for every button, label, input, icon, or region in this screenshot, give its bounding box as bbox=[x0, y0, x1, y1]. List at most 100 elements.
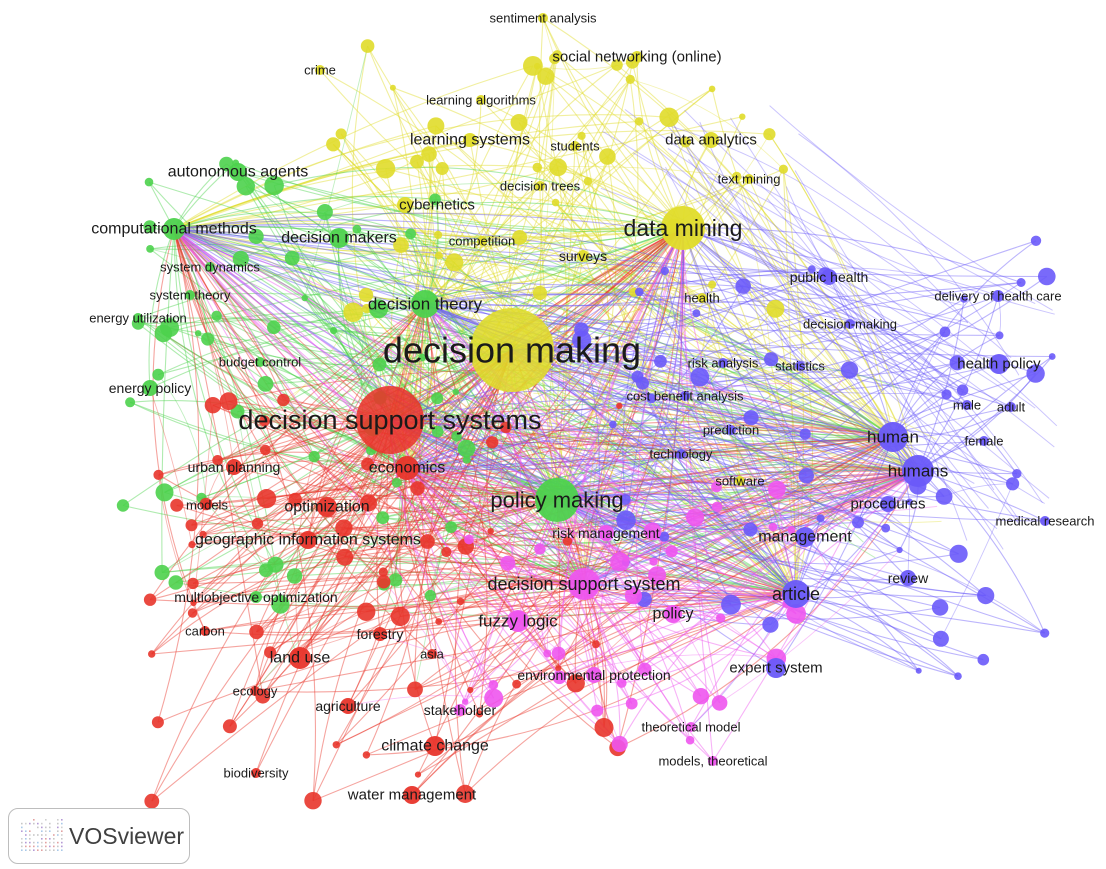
node-label-multiobjective-optimization[interactable]: multiobjective optimization bbox=[174, 589, 337, 605]
node-climate-change[interactable] bbox=[425, 736, 445, 756]
node-label-social-networking-online[interactable]: social networking (online) bbox=[552, 49, 721, 66]
node-review[interactable] bbox=[900, 570, 916, 586]
node-economics[interactable] bbox=[395, 456, 419, 480]
node-label-human[interactable]: human bbox=[867, 428, 919, 447]
node-label-asia[interactable]: asia bbox=[420, 647, 445, 662]
node-label-ecology[interactable]: ecology bbox=[233, 684, 278, 699]
node-label-risk-analysis[interactable]: risk analysis bbox=[688, 356, 759, 371]
node-students[interactable] bbox=[570, 141, 580, 151]
node-budget-control[interactable] bbox=[255, 357, 265, 367]
node-decision-trees[interactable] bbox=[535, 181, 545, 191]
node-label-decision-making[interactable]: decision making bbox=[383, 330, 641, 371]
node-label-medical-research[interactable]: medical research bbox=[996, 514, 1095, 529]
node-decision-support-system[interactable] bbox=[568, 568, 600, 600]
node-forestry[interactable] bbox=[373, 627, 387, 641]
node-label-geographic-information-systems[interactable]: geographic information systems bbox=[195, 532, 421, 549]
node-cost-benefit-analysis[interactable] bbox=[680, 391, 690, 401]
node-statistics[interactable] bbox=[795, 361, 805, 371]
node-label-delivery-of-health-care[interactable]: delivery of health care bbox=[934, 289, 1061, 304]
node-computational-methods[interactable] bbox=[163, 218, 185, 240]
node-cybernetics[interactable] bbox=[397, 197, 413, 213]
node-adult[interactable] bbox=[1006, 402, 1016, 412]
node-humans[interactable] bbox=[902, 455, 934, 487]
node-management[interactable] bbox=[795, 527, 815, 547]
node-stakeholder[interactable] bbox=[454, 704, 466, 716]
node-health-policy[interactable] bbox=[989, 354, 1009, 374]
node-software[interactable] bbox=[735, 476, 745, 486]
node-text-mining[interactable] bbox=[744, 174, 754, 184]
node-label-decision-makers[interactable]: decision makers bbox=[281, 230, 397, 247]
node-decision-making-2[interactable] bbox=[845, 319, 855, 329]
node-label-surveys[interactable]: surveys bbox=[559, 248, 607, 264]
node-label-decision-support-systems[interactable]: decision support systems bbox=[238, 405, 541, 435]
node-decision-support-systems[interactable] bbox=[356, 386, 424, 454]
node-autonomous-agents[interactable] bbox=[229, 163, 247, 181]
node-label-optimization[interactable]: optimization bbox=[284, 499, 369, 516]
node-competition[interactable] bbox=[477, 236, 487, 246]
node-decision-theory[interactable] bbox=[411, 290, 439, 318]
node-label-policy[interactable]: policy bbox=[653, 606, 694, 623]
node-label-cybernetics[interactable]: cybernetics bbox=[399, 197, 475, 214]
node-technology[interactable] bbox=[676, 449, 686, 459]
node-models[interactable] bbox=[202, 500, 212, 510]
node-label-budget-control[interactable]: budget control bbox=[219, 355, 302, 370]
node-prediction[interactable] bbox=[726, 425, 736, 435]
node-label-cost-benefit-analysis[interactable]: cost benefit analysis bbox=[626, 389, 744, 404]
node-delivery-of-health-care[interactable] bbox=[992, 290, 1004, 302]
node-risk-management[interactable] bbox=[598, 525, 614, 541]
node-urban-planning[interactable] bbox=[226, 459, 242, 475]
node-label-text-mining[interactable]: text mining bbox=[718, 172, 781, 187]
node-label-expert-system[interactable]: expert system bbox=[729, 660, 822, 677]
node-female[interactable] bbox=[979, 436, 989, 446]
node-label-crime[interactable]: crime bbox=[304, 63, 336, 78]
node-land-use[interactable] bbox=[289, 647, 311, 669]
node-crime[interactable] bbox=[315, 65, 325, 75]
node-label-learning-systems[interactable]: learning systems bbox=[410, 132, 530, 149]
node-fuzzy-logic[interactable] bbox=[507, 610, 529, 632]
node-label-stakeholder[interactable]: stakeholder bbox=[424, 702, 497, 718]
node-carbon[interactable] bbox=[200, 626, 210, 636]
node-label-prediction[interactable]: prediction bbox=[703, 423, 759, 438]
node-label-decision-support-system[interactable]: decision support system bbox=[487, 574, 680, 594]
node-sentiment-analysis[interactable] bbox=[538, 13, 548, 23]
node-label-management[interactable]: management bbox=[758, 529, 852, 546]
node-learning-algorithms[interactable] bbox=[476, 95, 486, 105]
node-label-procedures[interactable]: procedures bbox=[850, 496, 925, 513]
node-label-theoretical-model[interactable]: theoretical model bbox=[642, 720, 741, 735]
node-public-health[interactable] bbox=[821, 269, 837, 285]
node-risk-analysis[interactable] bbox=[718, 358, 728, 368]
node-label-data-mining[interactable]: data mining bbox=[624, 215, 743, 241]
node-policy[interactable] bbox=[664, 605, 682, 623]
node-social-networking-online[interactable] bbox=[631, 51, 643, 63]
node-label-software[interactable]: software bbox=[715, 474, 764, 489]
node-decision-makers[interactable] bbox=[329, 228, 349, 248]
node-label-forestry[interactable]: forestry bbox=[357, 626, 404, 642]
node-label-models-theoretical[interactable]: models, theoretical bbox=[658, 754, 767, 769]
node-label-female[interactable]: female bbox=[964, 434, 1003, 449]
node-water-management[interactable] bbox=[403, 786, 421, 804]
node-label-land-use[interactable]: land use bbox=[270, 650, 331, 667]
node-multiobjective-optimization[interactable] bbox=[250, 591, 262, 603]
node-expert-system[interactable] bbox=[766, 658, 786, 678]
node-medical-research[interactable] bbox=[1040, 516, 1050, 526]
node-environmental-protection[interactable] bbox=[586, 667, 602, 683]
node-label-review[interactable]: review bbox=[888, 570, 929, 586]
node-label-risk-management[interactable]: risk management bbox=[552, 525, 659, 541]
node-label-autonomous-agents[interactable]: autonomous agents bbox=[168, 164, 309, 181]
node-biodiversity[interactable] bbox=[251, 768, 261, 778]
node-label-decision-making-2[interactable]: decision-making bbox=[803, 317, 897, 332]
node-label-economics[interactable]: economics bbox=[369, 460, 445, 477]
node-human[interactable] bbox=[878, 422, 908, 452]
node-label-humans[interactable]: humans bbox=[888, 462, 948, 481]
node-label-decision-trees[interactable]: decision trees bbox=[500, 179, 581, 194]
node-label-energy-policy[interactable]: energy policy bbox=[109, 380, 192, 396]
node-label-computational-methods[interactable]: computational methods bbox=[91, 221, 256, 238]
node-label-water-management[interactable]: water management bbox=[347, 787, 477, 804]
node-label-models[interactable]: models bbox=[186, 498, 228, 513]
node-label-data-analytics[interactable]: data analytics bbox=[665, 132, 757, 149]
node-label-policy-making[interactable]: policy making bbox=[490, 488, 623, 513]
node-male[interactable] bbox=[962, 400, 972, 410]
node-learning-systems[interactable] bbox=[463, 133, 477, 147]
node-decision-making[interactable] bbox=[470, 308, 554, 392]
